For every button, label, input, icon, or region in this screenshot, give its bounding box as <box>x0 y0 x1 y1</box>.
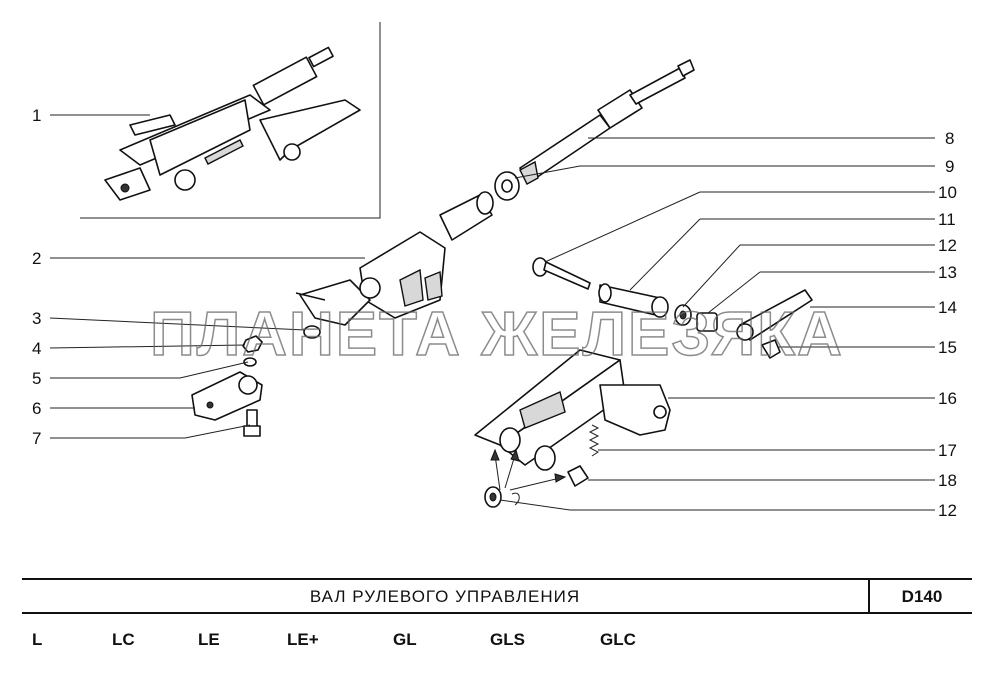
callout-17: 17 <box>938 441 957 460</box>
bracket-16 <box>474 349 671 471</box>
callout-12: 12 <box>938 236 957 255</box>
callout-15: 15 <box>938 338 957 357</box>
callout-1: 1 <box>32 106 41 125</box>
spring-17 <box>588 424 600 457</box>
bushing-11 <box>598 283 669 318</box>
washer-12-lower <box>484 448 567 508</box>
variant-item: L <box>32 630 43 649</box>
title-bar: ВАЛ РУЛЕВОГО УПРАВЛЕНИЯ D140 <box>22 578 972 614</box>
steering-shaft <box>519 59 695 185</box>
callout-6: 6 <box>32 399 41 418</box>
variant-item: LE+ <box>287 630 319 649</box>
nut-13 <box>696 312 718 332</box>
callout-5: 5 <box>32 369 41 388</box>
steering-shaft-diagram: 1 2 3 4 5 6 7 8 9 10 11 12 13 14 15 16 1… <box>32 22 957 520</box>
inset-steering-column-assembly <box>104 46 361 201</box>
callout-16: 16 <box>938 389 957 408</box>
variant-item: LC <box>112 630 135 649</box>
callout-7: 7 <box>32 429 41 448</box>
bushing-18 <box>567 465 589 487</box>
callout-numbers: 1 2 3 4 5 6 7 8 9 10 11 12 13 14 15 16 1… <box>32 106 957 520</box>
column-tube-bracket <box>295 191 494 326</box>
clip-15 <box>761 339 781 359</box>
watermark-text: ПЛАНЕТА ЖЕЛЕЗЯКА <box>150 300 844 369</box>
lever-14 <box>736 289 813 341</box>
callout-11: 11 <box>938 210 956 229</box>
variant-item: GL <box>393 630 417 649</box>
diagram-code: D140 <box>868 580 974 612</box>
callout-8: 8 <box>945 129 954 148</box>
clamp-6 <box>191 371 263 421</box>
washer-12 <box>674 304 692 326</box>
inset-frame <box>80 22 381 219</box>
callout-10: 10 <box>938 183 957 202</box>
variant-item: LE <box>198 630 220 649</box>
callout-9: 9 <box>945 157 954 176</box>
bolt-10 <box>532 257 591 290</box>
callout-14: 14 <box>938 298 957 317</box>
callout-12-lower: 12 <box>938 501 957 520</box>
leader-lines <box>49 114 935 511</box>
bolt-7 <box>243 409 261 437</box>
variant-item: GLC <box>600 630 636 649</box>
callout-13: 13 <box>938 263 957 282</box>
callout-18: 18 <box>938 471 957 490</box>
callout-4: 4 <box>32 339 41 358</box>
bushing-9 <box>494 171 520 201</box>
variant-list: L LC LE LE+ GL GLS GLC <box>0 630 995 660</box>
fasteners-3-4-5 <box>242 325 321 367</box>
callout-2: 2 <box>32 249 41 268</box>
variant-item: GLS <box>490 630 525 649</box>
callout-3: 3 <box>32 309 41 328</box>
page-title: ВАЛ РУЛЕВОГО УПРАВЛЕНИЯ <box>309 587 581 606</box>
